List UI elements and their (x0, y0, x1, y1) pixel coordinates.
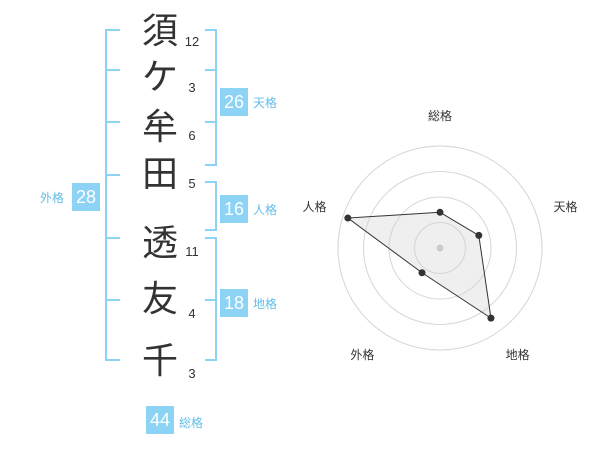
stroke-count-5: 11 (185, 244, 199, 259)
stroke-count-7: 3 (188, 366, 196, 381)
radar-series-area (346, 211, 492, 320)
radar-point (436, 208, 444, 216)
name-char-7: 千 (141, 341, 178, 382)
tenkaku-bracket (205, 29, 217, 166)
name-char-3: 牟 (141, 107, 178, 148)
name-char-5: 透 (141, 223, 178, 264)
tenkaku-badge: 26 (220, 88, 248, 116)
stroke-count-3: 6 (188, 128, 196, 143)
radar-axis-label: 地格 (506, 347, 530, 362)
chikaku-label: 地格 (253, 297, 278, 311)
radar-axis-label: 外格 (350, 347, 374, 362)
stroke-count-1: 12 (184, 34, 200, 49)
name-char-4: 田 (141, 154, 178, 195)
radar-center (436, 244, 444, 252)
jinkaku-bracket (205, 181, 217, 231)
name-char-2: ケ (141, 57, 178, 98)
radar-axis-label: 天格 (554, 199, 578, 214)
jinkaku-badge: 16 (220, 195, 248, 223)
stroke-count-4: 5 (188, 176, 196, 191)
radar-ring (363, 171, 517, 325)
soukaku-badge: 44 (146, 406, 174, 434)
radar-point (418, 269, 426, 277)
radar-point (344, 214, 352, 222)
stroke-count-2: 3 (188, 80, 196, 95)
chikaku-badge: 18 (220, 289, 248, 317)
name-char-1: 須 (141, 11, 178, 52)
gaikaku-badge: 28 (72, 183, 100, 211)
radar-point (475, 231, 483, 239)
radar-ring (337, 145, 543, 351)
radar-point (487, 314, 495, 322)
jinkaku-label: 人格 (253, 203, 278, 217)
radar-axis-label: 人格 (302, 199, 326, 214)
soukaku-label: 総格 (179, 416, 204, 430)
gaikaku-label: 外格 (40, 191, 65, 205)
stroke-count-6: 4 (188, 306, 196, 321)
name-char-6: 友 (141, 279, 178, 320)
radar-ring (414, 222, 466, 274)
radar-axis-label: 総格 (428, 110, 452, 123)
tenkaku-label: 天格 (253, 96, 278, 110)
outer-bracket-left (105, 29, 120, 361)
